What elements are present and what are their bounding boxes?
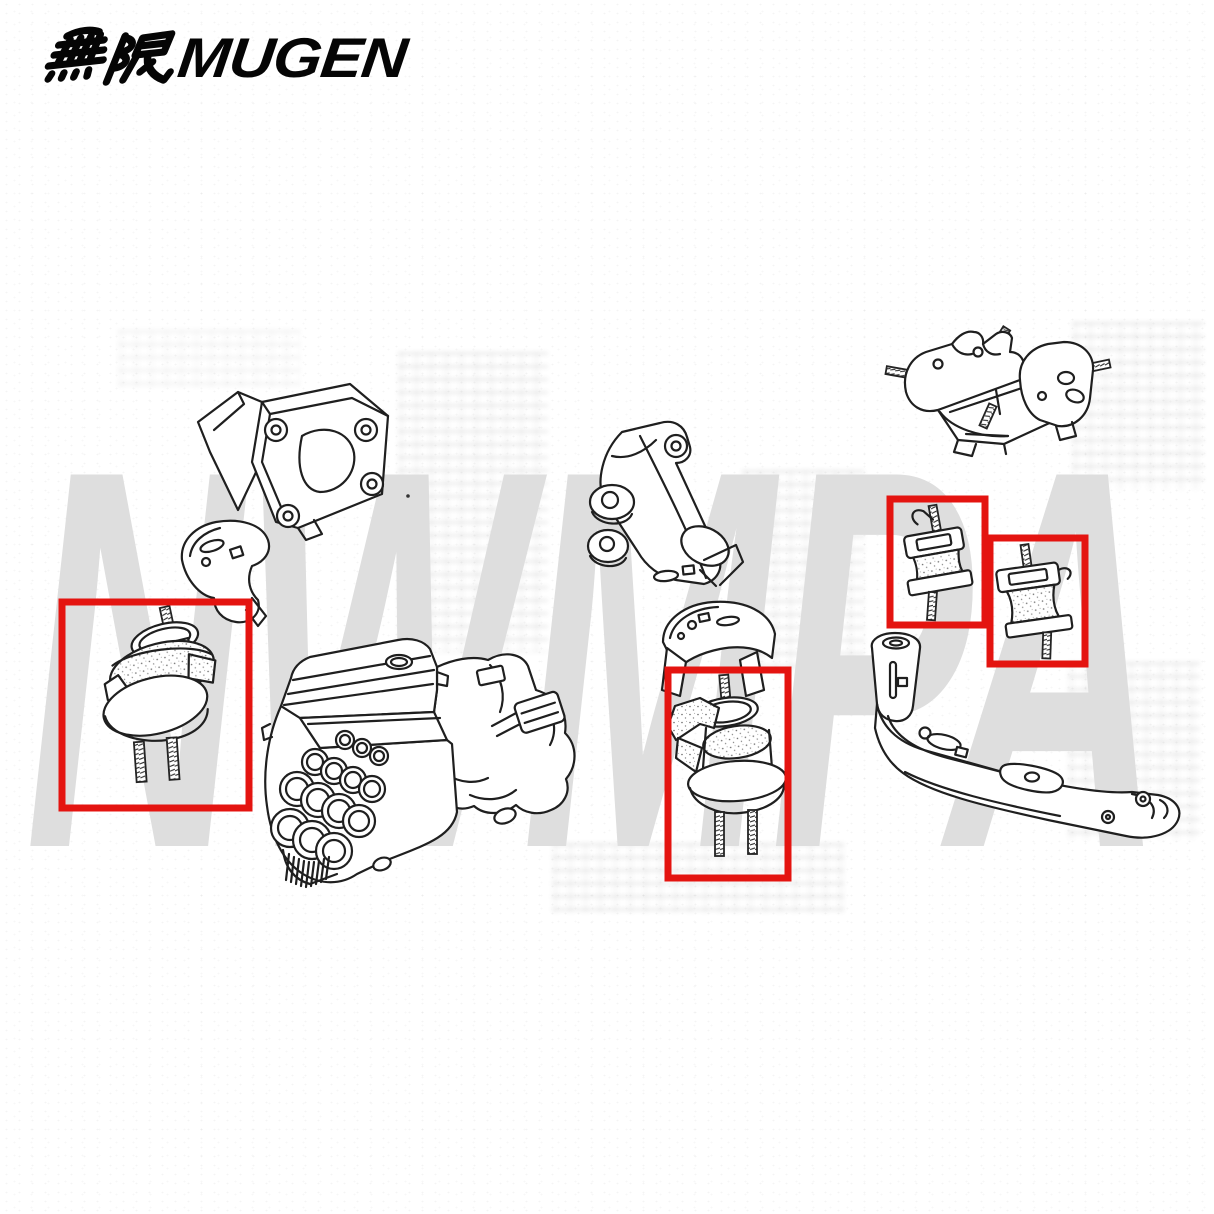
part-mount-stop-cover — [180, 519, 271, 628]
mugen-logo: MUGEN — [44, 26, 413, 89]
highlight-box-rear-engine-mount — [664, 666, 792, 882]
intake-stacks — [269, 729, 390, 871]
highlight-box-transmission-mount-upper — [886, 495, 989, 629]
part-transmission-side-bracket — [586, 420, 745, 588]
part-engine-side-bracket — [196, 382, 410, 542]
highlight-box-transmission-mount-lower — [986, 534, 1089, 668]
part-rear-crossmember — [870, 631, 1181, 839]
mugen-kanji-logo — [44, 26, 176, 86]
part-rear-engine-mount — [664, 666, 792, 882]
part-front-engine-mount — [58, 598, 253, 812]
part-mount-cover — [660, 600, 777, 698]
part-transmission-mount-lower — [986, 534, 1089, 668]
highlight-box-front-engine-mount — [58, 598, 253, 812]
part-transmission-mount-bracket — [884, 325, 1112, 458]
part-engine-transmission-assembly — [260, 637, 576, 889]
part-transmission-mount-upper — [886, 495, 989, 629]
mugen-latin-logo: MUGEN — [175, 26, 413, 89]
